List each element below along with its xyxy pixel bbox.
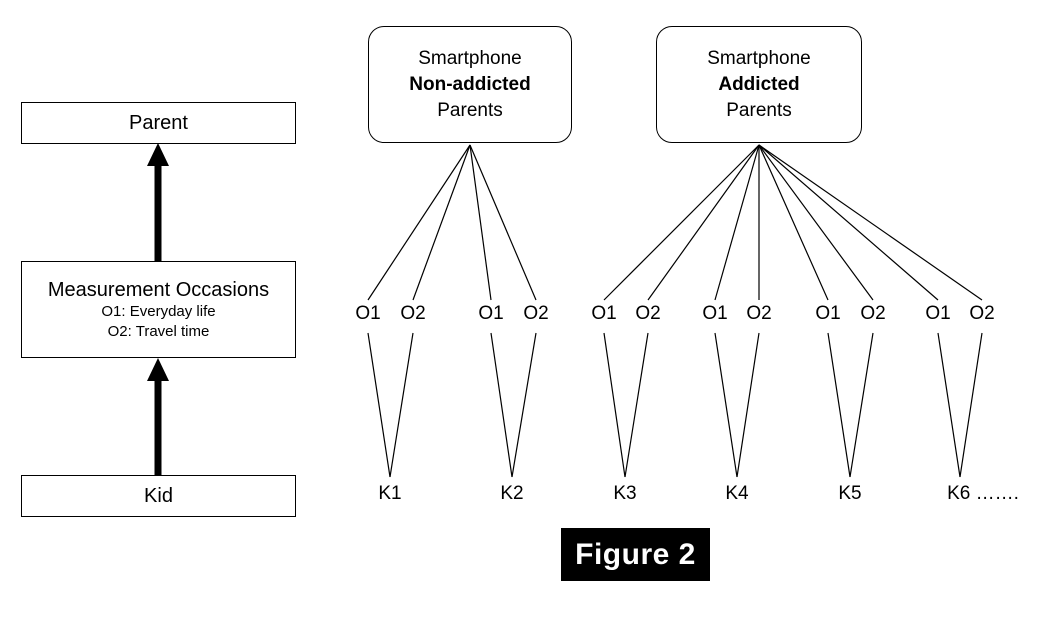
kid-label-k1: K1 bbox=[378, 483, 402, 504]
kid-label-k4: K4 bbox=[725, 483, 749, 504]
v-connectors-kids bbox=[367, 332, 983, 478]
level-box-measurement-occasions-sublabel-o2: O2: Travel time bbox=[107, 322, 210, 340]
arrow-measurement-to-parent bbox=[147, 143, 169, 261]
occasion-label-addicted-2: O2 bbox=[635, 303, 661, 324]
occasion-label-non-addicted-1: O1 bbox=[355, 303, 381, 324]
kid-label-k2: K2 bbox=[500, 483, 524, 504]
group-box-non-addicted: Smartphone Non-addicted Parents bbox=[368, 26, 572, 143]
level-box-measurement-occasions: Measurement Occasions O1: Everyday life … bbox=[21, 261, 296, 358]
occasion-label-addicted-5: O1 bbox=[815, 303, 841, 324]
group-box-non-addicted-line-2: Non-addicted bbox=[409, 73, 531, 95]
level-box-measurement-occasions-sublabel-o1: O1: Everyday life bbox=[101, 302, 216, 320]
group-box-non-addicted-line-1: Smartphone bbox=[418, 47, 522, 69]
kid-label-k5: K5 bbox=[838, 483, 862, 504]
figure-caption: Figure 2 bbox=[561, 528, 710, 581]
occasion-label-non-addicted-3: O1 bbox=[478, 303, 504, 324]
group-box-addicted: Smartphone Addicted Parents bbox=[656, 26, 862, 143]
arrow-kid-to-measurement bbox=[147, 358, 169, 475]
kid-label-k6: K6 ……. bbox=[947, 483, 1019, 504]
level-box-parent: Parent bbox=[21, 102, 296, 144]
occasion-label-addicted-8: O2 bbox=[969, 303, 995, 324]
group-box-addicted-line-2: Addicted bbox=[718, 73, 800, 95]
occasion-label-non-addicted-4: O2 bbox=[523, 303, 549, 324]
group-box-addicted-line-3: Parents bbox=[726, 99, 792, 121]
level-box-measurement-occasions-label: Measurement Occasions bbox=[47, 278, 270, 301]
occasion-label-addicted-7: O1 bbox=[925, 303, 951, 324]
occasion-label-addicted-3: O1 bbox=[702, 303, 728, 324]
group-box-non-addicted-line-3: Parents bbox=[437, 99, 503, 121]
occasion-label-non-addicted-2: O2 bbox=[400, 303, 426, 324]
group-box-addicted-line-1: Smartphone bbox=[707, 47, 811, 69]
level-box-kid: Kid bbox=[21, 475, 296, 517]
level-box-parent-label: Parent bbox=[129, 112, 188, 134]
level-box-kid-label: Kid bbox=[144, 485, 173, 507]
fan-non-addicted bbox=[367, 144, 537, 301]
kid-label-k3: K3 bbox=[613, 483, 637, 504]
occasion-label-addicted-4: O2 bbox=[746, 303, 772, 324]
fan-addicted bbox=[603, 144, 983, 301]
occasion-label-addicted-6: O2 bbox=[860, 303, 886, 324]
occasion-label-addicted-1: O1 bbox=[591, 303, 617, 324]
